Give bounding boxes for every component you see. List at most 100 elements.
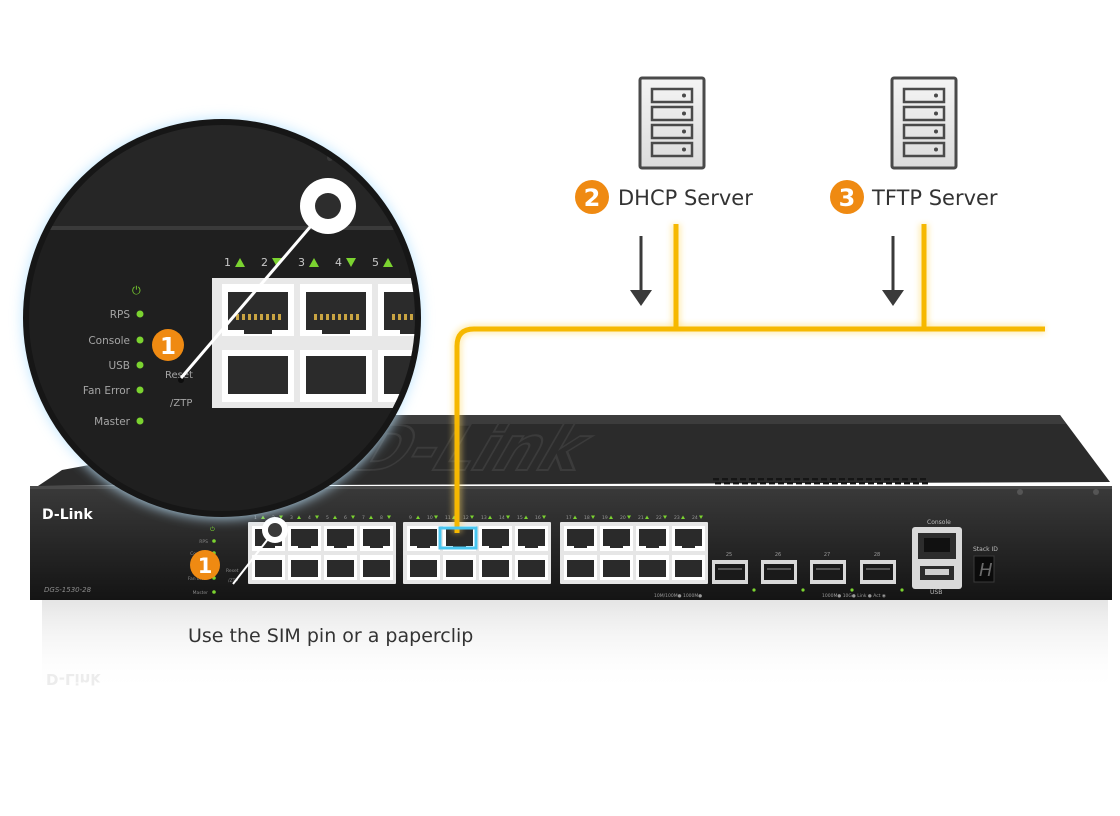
zoom-port-number: 5 [372, 256, 379, 269]
port-socket [567, 529, 594, 546]
port-latch [262, 560, 275, 564]
sfp-cage [764, 564, 794, 580]
vent-slot [713, 478, 719, 481]
dhcp-down-arrow [630, 236, 652, 306]
rj45-port [407, 555, 440, 580]
led-label: Fan Error [188, 576, 208, 582]
vent-slot [823, 482, 829, 485]
port-latch [322, 326, 350, 334]
port-pin [314, 314, 317, 320]
vent-slot [875, 478, 881, 481]
tftp-step-number: 3 [839, 184, 856, 212]
switch-model: DGS-1530-28 [44, 586, 92, 594]
port-number: 22 [656, 515, 662, 521]
vent-slot [830, 478, 836, 481]
zoom-led-label: RPS [110, 309, 131, 321]
rj45-port [407, 526, 440, 551]
led-arrow-up-icon [297, 515, 301, 519]
led-arrow-up-icon [573, 515, 577, 519]
led-arrow-up-icon [416, 515, 420, 519]
rj45-port [636, 555, 669, 580]
cable-trunk [454, 326, 1045, 533]
zoom-step-badge [152, 329, 184, 361]
zoom-port-number: 1 [224, 256, 231, 269]
led-arrow-up-icon [369, 515, 373, 519]
dhcp-step-badge [575, 180, 609, 214]
switch-brand: D-Link [42, 507, 93, 523]
vent-slot [893, 478, 899, 481]
led-arrow-down-icon [279, 515, 283, 519]
vent-slot [866, 478, 872, 481]
led-arrow-down-icon [346, 258, 356, 267]
sfp-port [860, 560, 896, 584]
port-number: 5 [326, 515, 329, 521]
led-arrow-down-icon [699, 515, 703, 519]
port-pin [422, 314, 425, 320]
port-pin [326, 314, 329, 320]
port-number: 8 [380, 515, 383, 521]
vent-slot [785, 478, 791, 481]
power-icon: ⏻ [210, 526, 215, 533]
port-socket [603, 529, 630, 546]
port-latch [525, 560, 538, 564]
port-socket [639, 529, 666, 546]
port-number: 10 [427, 515, 433, 521]
vent-slot [724, 482, 730, 485]
vent-slot [760, 482, 766, 485]
sfp-port [712, 560, 748, 584]
vent-slot [884, 478, 890, 481]
port-latch [370, 560, 383, 564]
vent-slot [868, 482, 874, 485]
port-pin [398, 314, 401, 320]
tftp-step-badge [830, 180, 864, 214]
port-socket [410, 560, 437, 577]
led-arrow-down-icon [663, 515, 667, 519]
vent-slot [841, 482, 847, 485]
led-arrow-down-icon [506, 515, 510, 519]
sfp-led [801, 588, 805, 592]
zoom-led-label: Fan Error [83, 385, 131, 397]
port-number: 9 [409, 515, 412, 521]
port-number: 23 [674, 515, 680, 521]
sfp-cage [715, 564, 745, 580]
rj45-port-block: 123456789101112131415161718192021222324 [248, 515, 708, 584]
port-socket [518, 560, 545, 577]
port-number: 18 [584, 515, 590, 521]
port-latch [489, 560, 502, 564]
led-arrow-down-icon [315, 515, 319, 519]
zoom-reset-label: Reset [165, 370, 193, 381]
port-number: 20 [620, 515, 626, 521]
port-latch [322, 356, 350, 364]
vent-slot [839, 478, 845, 481]
power-icon: ⏻ [132, 284, 141, 297]
usb-label: USB [930, 589, 942, 596]
zoom-rj45-port [222, 350, 294, 402]
vent-slot [796, 482, 802, 485]
port-number: 16 [535, 515, 541, 521]
port-socket [482, 560, 509, 577]
port-latch [610, 560, 623, 564]
tftp-down-arrow [882, 236, 904, 306]
port-number: 14 [499, 515, 505, 521]
port-number: 12 [463, 515, 469, 521]
rj45-port [515, 526, 548, 551]
server-icon [890, 76, 958, 170]
front-step-badge [190, 550, 220, 580]
sfp-led [900, 588, 904, 592]
vent-slot [805, 482, 811, 485]
zoom-status-led [136, 336, 144, 344]
led-arrow-up-icon [681, 515, 685, 519]
port-pin [266, 314, 269, 320]
led-arrow-down-icon [272, 258, 282, 267]
port-pin [248, 314, 251, 320]
vent-slot [857, 478, 863, 481]
zoom-status-led [136, 310, 144, 318]
zoom-port-number: 2 [261, 256, 268, 269]
port-socket [518, 529, 545, 546]
mount-screw [1093, 489, 1099, 495]
led-arrow-up-icon [488, 515, 492, 519]
led-label: RPS [199, 539, 208, 545]
